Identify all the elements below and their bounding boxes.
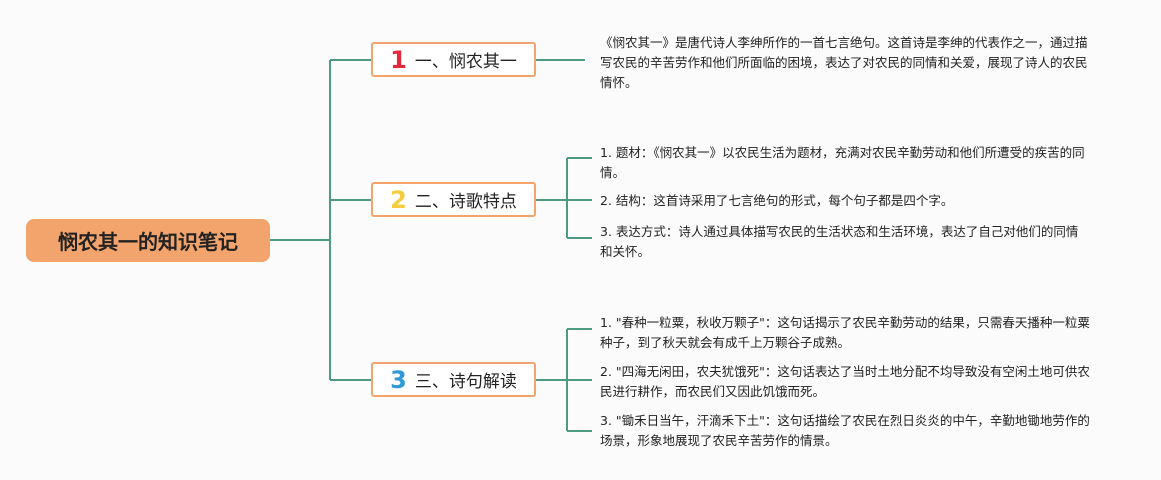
number-3-icon: 3 bbox=[390, 365, 407, 394]
branch-label: 一、悯农其一 bbox=[414, 52, 517, 72]
line-note-3: 3. "锄禾日当午，汗滴禾下土"：这句话描绘了农民在烈日炎炎的中午，辛勤地锄地劳… bbox=[600, 413, 1090, 448]
intro-note: 《悯农其一》是唐代诗人李绅所作的一首七言绝句。这首诗是李绅的代表作之一，通过描写… bbox=[600, 35, 1088, 90]
feature-note-1: 1. 题材：《悯农其一》以农民生活为题材，充满对农民辛勤劳动和他们所遭受的疾苦的… bbox=[600, 145, 1085, 180]
branch-node-1[interactable]: 1 一、悯农其一 bbox=[371, 42, 536, 77]
root-node[interactable]: 悯农其一的知识笔记 bbox=[26, 219, 270, 262]
branch-label: 三、诗句解读 bbox=[414, 372, 517, 392]
branch-label: 二、诗歌特点 bbox=[414, 192, 517, 212]
branch-node-2[interactable]: 2 二、诗歌特点 bbox=[371, 182, 536, 217]
line-note-2: 2. "四海无闲田，农夫犹饿死"：这句话表达了当时土地分配不均导致没有空闲土地可… bbox=[600, 364, 1090, 399]
branch-node-3[interactable]: 3 三、诗句解读 bbox=[371, 362, 536, 397]
root-title: 悯农其一的知识笔记 bbox=[58, 230, 238, 254]
feature-note-2: 2. 结构：这首诗采用了七言绝句的形式，每个句子都是四个字。 bbox=[600, 193, 954, 208]
line-note-1: 1. "春种一粒粟，秋收万颗子"：这句话揭示了农民辛勤劳动的结果，只需春天播种一… bbox=[600, 315, 1090, 350]
number-2-icon: 2 bbox=[390, 185, 407, 214]
number-1-icon: 1 bbox=[390, 45, 407, 74]
feature-note-3: 3. 表达方式：诗人通过具体描写农民的生活状态和生活环境，表达了自己对他们的同情… bbox=[600, 224, 1079, 259]
